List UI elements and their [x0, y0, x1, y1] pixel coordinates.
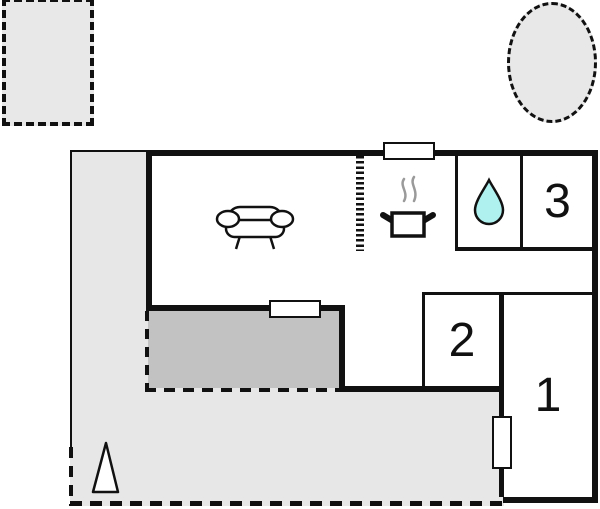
tree-icon [91, 441, 120, 494]
sofa-icon [215, 205, 295, 250]
terrace-border-left-dashed [145, 311, 149, 392]
wall-living-left [146, 150, 152, 311]
wall-room2-left [422, 292, 425, 389]
window-living-room [269, 300, 321, 318]
terrace-area [148, 311, 339, 388]
kitchen-dotted-divider [356, 156, 364, 251]
wall-right [592, 150, 598, 503]
wall-living-bottom [146, 305, 345, 311]
wall-middle [339, 386, 504, 392]
window-top [383, 142, 435, 160]
wall-bedrooms-top [422, 292, 592, 295]
round-dashed-area [507, 2, 597, 123]
wall-top [146, 150, 598, 156]
hallway-area [345, 311, 596, 392]
wall-bathroom-bottom [455, 247, 592, 251]
wall-terrace-right [339, 305, 345, 392]
wall-room1-bottom [503, 497, 598, 503]
room-3-label: 3 [544, 174, 571, 228]
steaming-pot-icon [380, 175, 436, 238]
room-1-label: 1 [534, 369, 562, 422]
terrace-border-bottom-dashed [145, 388, 341, 392]
wall-bathroom-room3-divider [520, 156, 523, 251]
room-2-label: 2 [448, 313, 476, 367]
plot-border-top [70, 150, 150, 152]
wall-bathroom-left [455, 156, 458, 251]
wall-room1-left [499, 292, 504, 497]
room-1-area [503, 392, 596, 503]
water-drop-icon [473, 177, 505, 226]
plot-border-bottom-dashed [70, 501, 504, 506]
outbuilding-dashed-area [2, 0, 94, 126]
plot-border-left-dashed [69, 447, 73, 506]
plot-border-left [70, 150, 72, 447]
window-room1 [492, 416, 512, 469]
